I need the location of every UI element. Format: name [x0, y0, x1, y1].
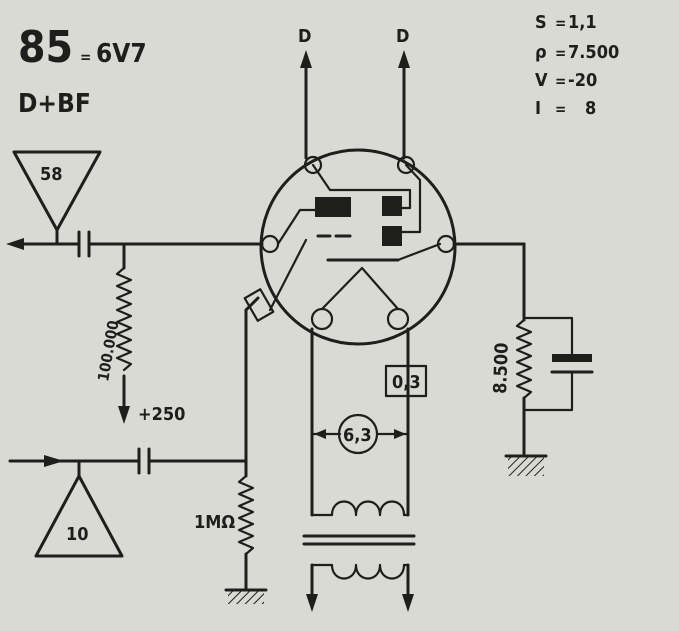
equals-sign: =	[555, 72, 566, 90]
diode-label-left: D	[298, 26, 311, 47]
tube-number: 85	[18, 22, 73, 73]
ground-hatch	[228, 590, 264, 604]
plate-cap	[243, 288, 275, 322]
pin-diode-2	[396, 155, 416, 175]
diode-plate-1	[382, 196, 402, 216]
plate-resistor-label: 100.000	[94, 319, 122, 383]
tube-circle	[259, 148, 457, 346]
heater-voltage-label: 6,3	[343, 425, 372, 446]
grid-wire	[268, 238, 308, 312]
grid-resistor-label: 1MΩ	[194, 512, 235, 533]
arrow-up-icon	[398, 50, 410, 68]
diode1-wire	[311, 163, 412, 210]
cathode-circuit: 8.500	[452, 242, 594, 476]
arrow-right-icon	[394, 429, 406, 439]
pin-diode-1	[303, 155, 323, 175]
param-rho-value: 7.500	[568, 42, 619, 63]
parameters-table: S = 1,1 ρ = 7.500 V = -20 I = 8	[535, 12, 619, 119]
plate-wire	[276, 208, 317, 246]
triangle-10	[34, 474, 124, 558]
arrow-down-icon	[402, 594, 414, 612]
cathode-wire	[396, 242, 442, 262]
diode-plate-2	[382, 226, 402, 246]
arrow-left-icon	[6, 238, 24, 250]
arrow-left-icon	[314, 429, 326, 439]
triangle-58	[12, 150, 102, 232]
heater-filament	[320, 266, 400, 311]
pin-grid	[260, 234, 280, 254]
param-i-value: 8	[585, 98, 596, 119]
cathode-resistor	[515, 318, 533, 400]
ground-hatch	[508, 456, 544, 476]
supply-label: +250	[138, 404, 185, 425]
triangle-58-label: 58	[40, 164, 63, 185]
bypass-cap-plate-a	[552, 354, 592, 362]
grid-circuit: 10 1MΩ	[8, 296, 268, 604]
diode-label-right: D	[396, 26, 409, 47]
triangle-10-label: 10	[66, 524, 89, 545]
arrow-up-icon	[300, 50, 312, 68]
tube-envelope	[243, 148, 457, 346]
param-s-value: 1,1	[568, 12, 597, 33]
arrow-down-icon	[118, 406, 130, 424]
transformer-secondary	[310, 500, 410, 517]
equals-sign: =	[555, 44, 566, 62]
heater-circuit: 0,3 6,3	[302, 327, 428, 612]
transformer-primary	[310, 563, 410, 580]
grid-resistor	[237, 474, 255, 556]
param-i-symbol: I	[535, 98, 541, 119]
bypass-wire-bottom	[522, 370, 574, 412]
heater-voltage-circle	[337, 413, 379, 455]
plate-resistor	[115, 266, 133, 372]
tube-type: D+BF	[18, 89, 91, 119]
param-rho-symbol: ρ	[535, 42, 547, 63]
param-s-symbol: S	[535, 12, 547, 33]
equals-sign: =	[80, 48, 91, 66]
grid-lead-cap	[244, 296, 260, 312]
cathode-resistor-label: 8.500	[490, 342, 513, 394]
arrow-down-icon	[306, 594, 318, 612]
arrow-right-icon	[44, 455, 64, 467]
param-v-value: -20	[568, 70, 597, 91]
bypass-wire-top	[522, 316, 574, 358]
pin-heater-2	[386, 307, 410, 331]
equals-sign: =	[555, 14, 566, 32]
param-v-symbol: V	[535, 70, 548, 91]
plate-circuit: 58 100.000 +250	[6, 150, 264, 425]
heater-current-box	[384, 364, 428, 398]
heater-current-label: 0,3	[392, 372, 421, 393]
header: 85 = 6V7 D+BF	[18, 22, 147, 119]
tube-equivalent: 6V7	[96, 39, 147, 69]
triode-plate	[315, 197, 351, 217]
equals-sign: =	[555, 100, 566, 118]
diode2-wire	[400, 163, 422, 234]
pin-heater-1	[310, 307, 334, 331]
diode-leads: D D	[298, 26, 410, 160]
